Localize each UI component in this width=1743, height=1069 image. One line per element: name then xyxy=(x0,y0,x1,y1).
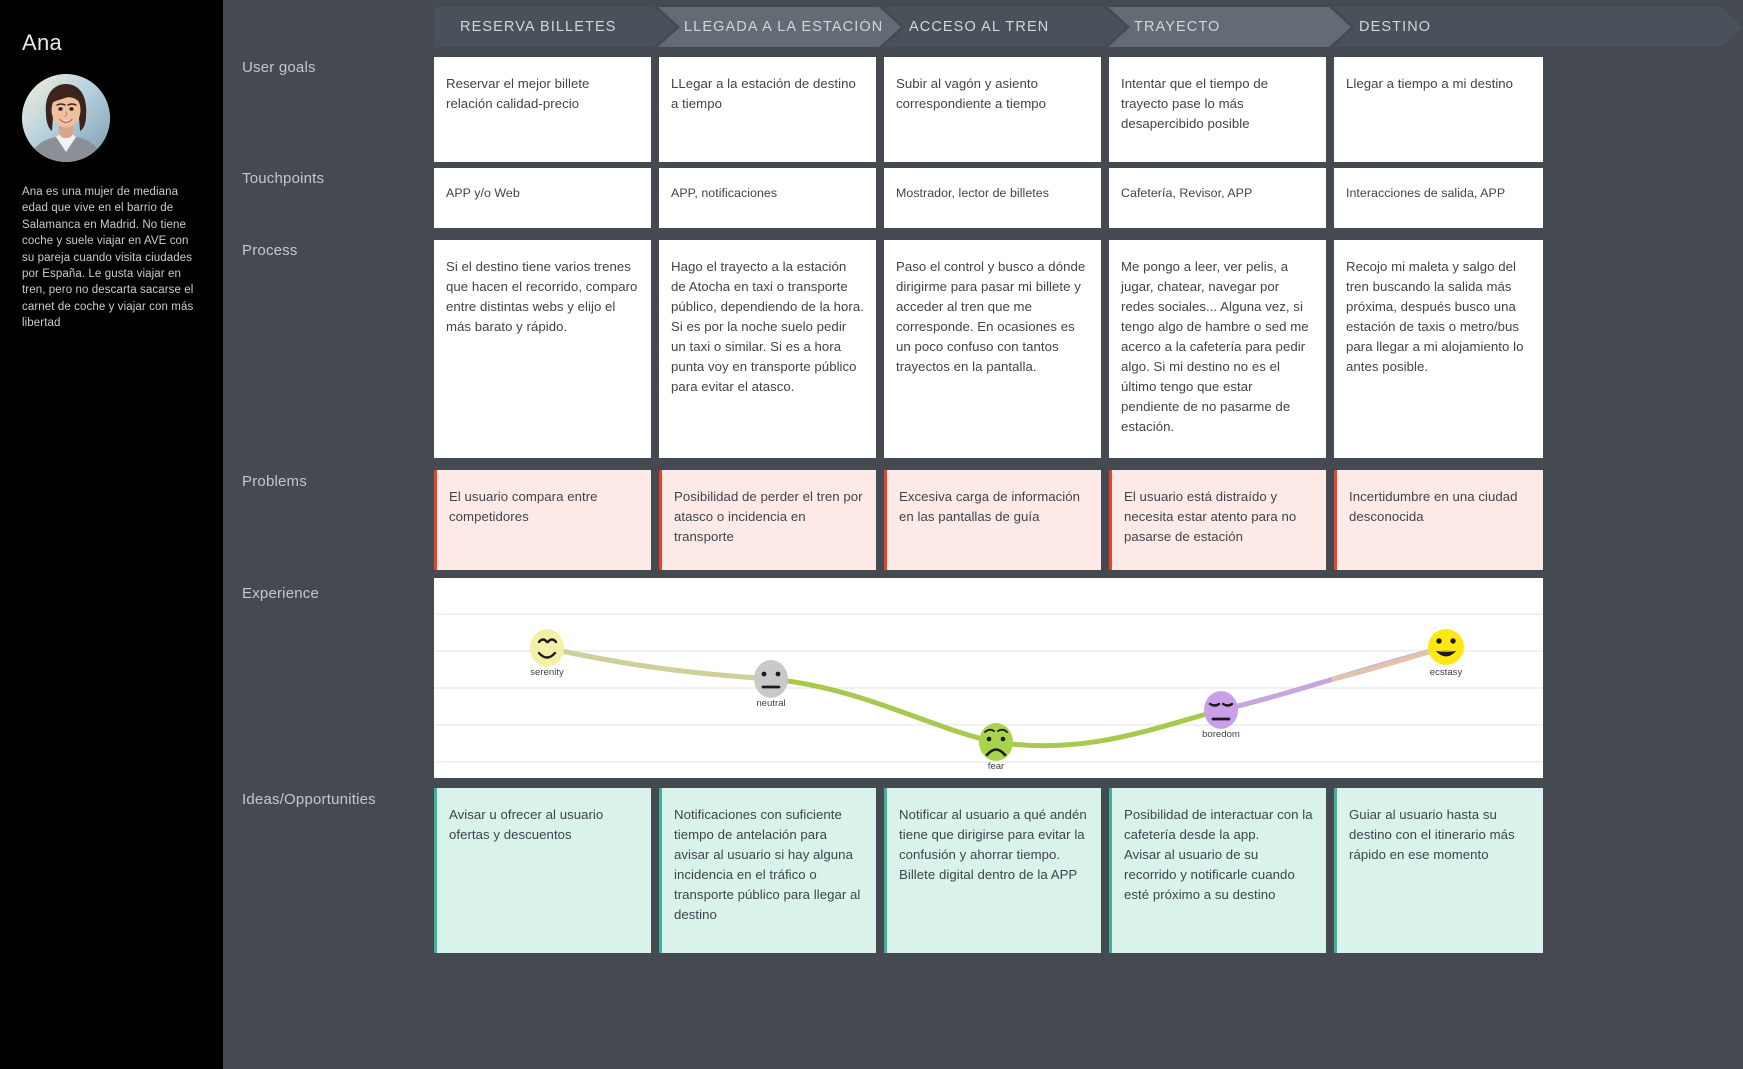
cell-ideas-5[interactable]: Guiar al usuario hasta su destino con el… xyxy=(1334,788,1543,953)
stage-label: LLEGADA A LA ESTACIÓN xyxy=(684,19,884,35)
cell-process-4[interactable]: Me pongo a leer, ver pelis, a jugar, cha… xyxy=(1109,240,1326,458)
cell-text: Posibilidad de perder el tren por atasco… xyxy=(674,489,863,544)
row-label-problems: Problems xyxy=(242,473,307,490)
emotion-point-serenity[interactable]: serenity xyxy=(530,629,564,678)
stage-chevron-2[interactable]: LLEGADA A LA ESTACIÓN xyxy=(658,7,901,47)
emotion-curve-svg: serenity neutral fear xyxy=(434,613,1543,772)
stage-chevron-4[interactable]: TRAYECTO xyxy=(1108,7,1351,47)
stage-label: RESERVA BILLETES xyxy=(460,19,617,35)
cell-text: APP, notificaciones xyxy=(671,186,778,200)
cell-text: Notificaciones con suficiente tiempo de … xyxy=(674,807,861,922)
row-label-experience: Experience xyxy=(242,585,320,602)
cell-text: Interacciones de salida, APP xyxy=(1346,186,1506,200)
row-label-process: Process xyxy=(242,242,298,259)
cell-process-1[interactable]: Si el destino tiene varios trenes que ha… xyxy=(434,240,651,458)
cell-touchpoints-3[interactable]: Mostrador, lector de billetes xyxy=(884,168,1101,228)
emotion-label: neutral xyxy=(756,698,785,709)
cell-touchpoints-5[interactable]: Interacciones de salida, APP xyxy=(1334,168,1543,228)
stage-chevron-1[interactable]: RESERVA BILLETES xyxy=(434,7,676,47)
emotion-point-ecstasy[interactable]: ecstasy xyxy=(1428,629,1464,678)
cell-text: El usuario está distraído y necesita est… xyxy=(1124,489,1297,544)
emotion-curve-path xyxy=(544,644,1449,749)
cell-text: Si el destino tiene varios trenes que ha… xyxy=(446,259,638,334)
stage-label: ACCESO AL TREN xyxy=(909,19,1050,35)
stage-label: TRAYECTO xyxy=(1134,19,1221,35)
cell-ideas-3[interactable]: Notificar al usuario a qué andén tiene q… xyxy=(884,788,1101,953)
cell-text: Reservar el mejor billete relación calid… xyxy=(446,76,590,111)
cell-text: Guiar al usuario hasta su destino con el… xyxy=(1349,807,1515,862)
cell-text: Mostrador, lector de billetes xyxy=(896,186,1049,200)
cell-ideas-4[interactable]: Posibilidad de interactuar con la cafete… xyxy=(1109,788,1326,953)
emotion-point-fear[interactable]: fear xyxy=(979,723,1013,772)
cell-ideas-1[interactable]: Avisar u ofrecer al usuario ofertas y de… xyxy=(434,788,651,953)
cell-text: Hago el trayecto a la estación de Atocha… xyxy=(671,259,864,394)
cell-touchpoints-2[interactable]: APP, notificaciones xyxy=(659,168,876,228)
cell-touchpoints-1[interactable]: APP y/o Web xyxy=(434,168,651,228)
cell-user-goals-3[interactable]: Subir al vagón y asiento correspondiente… xyxy=(884,57,1101,162)
cell-problems-4[interactable]: El usuario está distraído y necesita est… xyxy=(1109,470,1326,570)
cell-user-goals-1[interactable]: Reservar el mejor billete relación calid… xyxy=(434,57,651,162)
cell-problems-1[interactable]: El usuario compara entre competidores xyxy=(434,470,651,570)
cell-problems-3[interactable]: Excesiva carga de información en las pan… xyxy=(884,470,1101,570)
cell-text: Intentar que el tiempo de trayecto pase … xyxy=(1121,76,1269,131)
avatar-illustration xyxy=(22,74,110,162)
emotion-label: ecstasy xyxy=(1430,667,1463,678)
cell-user-goals-5[interactable]: Llegar a tiempo a mi destino xyxy=(1334,57,1543,162)
experience-chart[interactable]: serenity neutral fear xyxy=(434,578,1543,778)
avatar xyxy=(22,74,110,162)
cell-text: Llegar a tiempo a mi destino xyxy=(1346,76,1514,91)
stage-header: RESERVA BILLETES LLEGADA A LA ESTACIÓN A… xyxy=(434,7,1743,47)
cell-process-2[interactable]: Hago el trayecto a la estación de Atocha… xyxy=(659,240,876,458)
cell-text: Incertidumbre en una ciudad desconocida xyxy=(1349,489,1518,524)
cell-text: El usuario compara entre competidores xyxy=(449,489,598,524)
stage-chevron-5[interactable]: DESTINO xyxy=(1333,7,1743,47)
cell-process-5[interactable]: Recojo mi maleta y salgo del tren buscan… xyxy=(1334,240,1543,458)
cell-text: Notificar al usuario a qué andén tiene q… xyxy=(899,807,1087,882)
stage-chevron-3[interactable]: ACCESO AL TREN xyxy=(883,7,1126,47)
cell-text: Subir al vagón y asiento correspondiente… xyxy=(896,76,1047,111)
emotion-label: fear xyxy=(988,761,1005,772)
cell-text: Excesiva carga de información en las pan… xyxy=(899,489,1081,524)
cell-problems-5[interactable]: Incertidumbre en una ciudad desconocida xyxy=(1334,470,1543,570)
emotion-point-boredom[interactable]: boredom xyxy=(1202,691,1240,740)
cell-text: Me pongo a leer, ver pelis, a jugar, cha… xyxy=(1121,259,1309,434)
row-label-user-goals: User goals xyxy=(242,59,316,76)
stage-label: DESTINO xyxy=(1359,19,1432,35)
cell-touchpoints-4[interactable]: Cafetería, Revisor, APP xyxy=(1109,168,1326,228)
emotion-label: serenity xyxy=(530,667,564,678)
cell-text: Avisar u ofrecer al usuario ofertas y de… xyxy=(449,807,604,842)
cell-text: Cafetería, Revisor, APP xyxy=(1121,186,1253,200)
cell-user-goals-2[interactable]: LLegar a la estación de destino a tiempo xyxy=(659,57,876,162)
persona-name: Ana xyxy=(22,30,63,55)
cell-text: Recojo mi maleta y salgo del tren buscan… xyxy=(1346,259,1524,374)
cell-ideas-2[interactable]: Notificaciones con suficiente tiempo de … xyxy=(659,788,876,953)
cell-process-3[interactable]: Paso el control y busco a dónde dirigirm… xyxy=(884,240,1101,458)
cell-text: Paso el control y busco a dónde dirigirm… xyxy=(896,259,1086,374)
cell-problems-2[interactable]: Posibilidad de perder el tren por atasco… xyxy=(659,470,876,570)
emotion-label: boredom xyxy=(1202,729,1240,740)
persona-bio: Ana es una mujer de mediana edad que viv… xyxy=(22,186,194,330)
row-label-touchpoints: Touchpoints xyxy=(242,170,325,187)
cell-text: Posibilidad de interactuar con la cafete… xyxy=(1124,807,1313,902)
cell-text: LLegar a la estación de destino a tiempo xyxy=(671,76,856,111)
emotion-point-neutral[interactable]: neutral xyxy=(754,660,788,709)
cell-text: APP y/o Web xyxy=(446,186,520,200)
row-label-ideas: Ideas/Opportunities xyxy=(242,791,376,808)
cell-user-goals-4[interactable]: Intentar que el tiempo de trayecto pase … xyxy=(1109,57,1326,162)
persona-sidebar: Ana xyxy=(0,0,223,1069)
